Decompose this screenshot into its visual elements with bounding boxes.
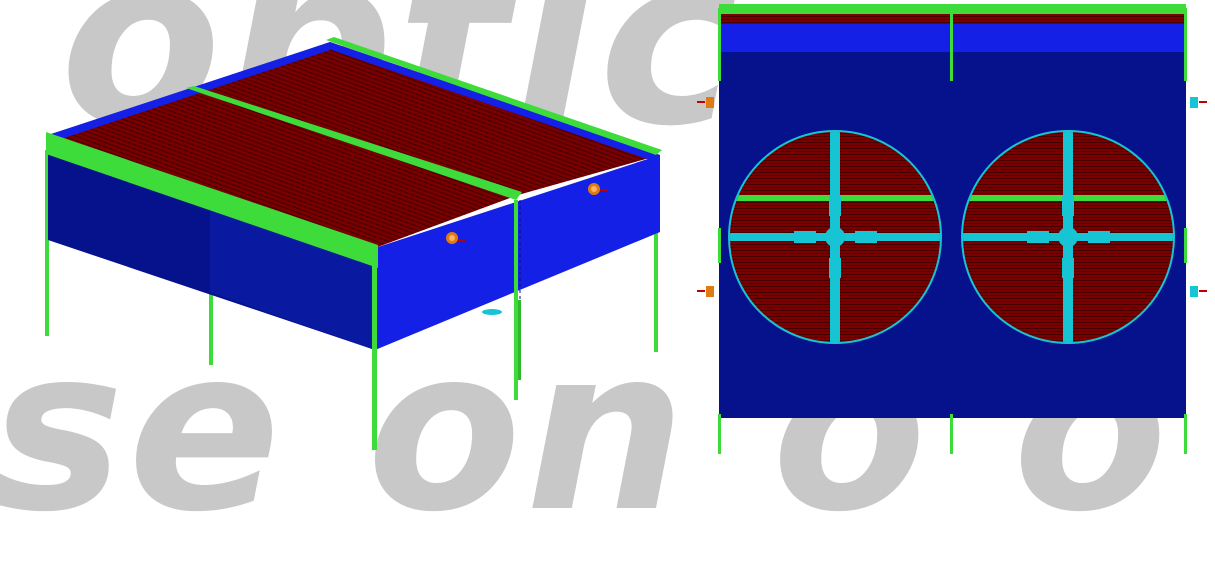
model-views <box>45 4 1207 454</box>
drain-fitting-icon <box>482 309 502 315</box>
fan-right <box>961 130 1175 344</box>
iso-coil-right-bay <box>190 42 660 195</box>
inlet-fitting-icon <box>1190 97 1207 108</box>
iso-back-green-frame <box>326 37 662 155</box>
fan-hub-icon <box>825 227 845 247</box>
top-view <box>697 4 1207 454</box>
outlet-fitting-icon <box>1190 286 1207 297</box>
iso-middle-green-frame <box>186 86 522 200</box>
fan-hub-icon <box>1058 227 1078 247</box>
fitting-icon <box>446 232 466 244</box>
outlet-fitting-icon <box>697 286 714 297</box>
fan-left <box>728 130 942 344</box>
isometric-view <box>45 37 662 450</box>
iso-front-green-frame <box>46 132 378 268</box>
iso-front-legs <box>372 200 521 450</box>
fitting-icon <box>588 183 607 195</box>
inlet-fitting-icon <box>697 97 714 108</box>
iso-coil-left-bay <box>48 90 518 248</box>
